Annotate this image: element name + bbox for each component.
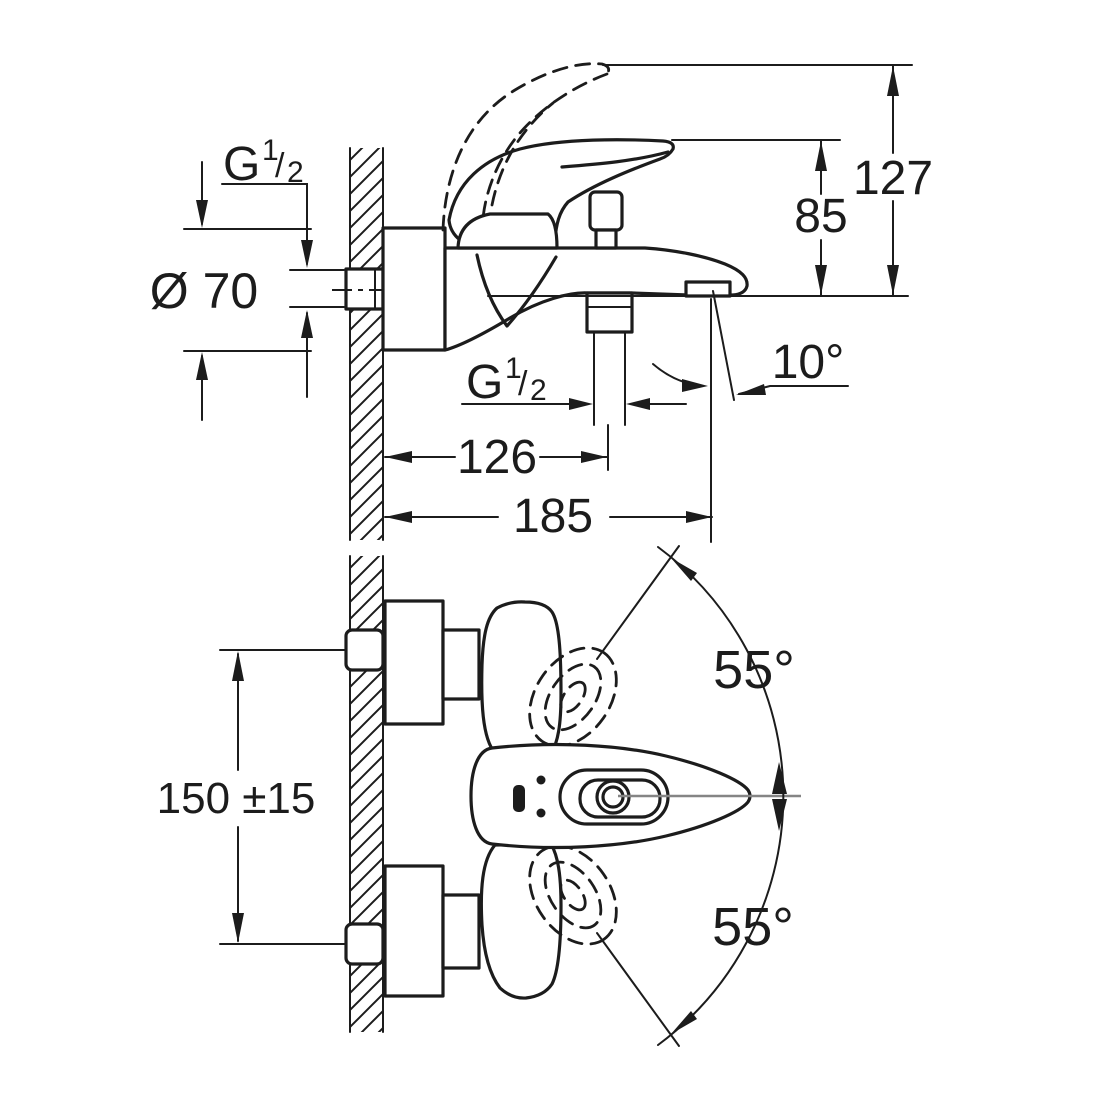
label-150: 150 ±15: [157, 774, 316, 823]
body-contour-line: [475, 253, 558, 328]
dimension-thread-top: G 1 / 2: [221, 134, 345, 398]
label-g-bot-sup: 1: [505, 352, 522, 385]
dimension-wall-to-spout: 185: [384, 490, 713, 543]
label-g-bot-sub: 2: [530, 374, 547, 407]
lever-handle-plan: [469, 742, 752, 850]
label-126: 126: [457, 431, 537, 484]
label-55-upper: 55°: [713, 640, 795, 700]
plan-view: 55° 55° 150 ±15: [157, 545, 801, 1047]
label-g-bot: G: [466, 356, 503, 409]
dimension-wall-to-outlet: 126: [384, 431, 608, 484]
handle-position-down-dashed: [528, 844, 618, 946]
handle-detail-dot-bottom: [536, 808, 546, 818]
handle-detail-dot-top: [536, 775, 546, 785]
dimension-supply-distance: 150 ±15: [157, 649, 347, 945]
dimension-spout-angle: 10°: [652, 290, 849, 543]
label-55-lower: 55°: [712, 897, 794, 957]
label-g-top-sub: 2: [287, 156, 304, 189]
shower-outlet: [585, 291, 634, 471]
wall-section: [349, 147, 384, 541]
body-lower-lobe: [479, 842, 563, 1000]
wall-rosette: [381, 226, 447, 352]
cartridge-dome: [456, 212, 559, 250]
label-g-top: G: [223, 138, 260, 191]
dimension-thread-bottom: G 1 / 2: [461, 352, 687, 410]
handle-detail-bar: [513, 785, 525, 812]
dimension-spout-height: 85: [794, 139, 848, 297]
label-g-top-slash: /: [275, 147, 285, 185]
handle-position-up-dashed: [528, 646, 618, 748]
wall-hatch: [350, 148, 383, 540]
faucet-body: [443, 246, 749, 352]
dimension-rosette-diameter: Ø 70: [150, 161, 312, 421]
label-127: 127: [853, 152, 933, 205]
spout-aerator: [684, 280, 732, 298]
handle-edge-line: [560, 150, 670, 169]
label-g-top-sup: 1: [262, 134, 279, 167]
handle-raised-dashed: [441, 62, 611, 232]
dimension-handle-swing: 55° 55°: [596, 545, 801, 1047]
diverter-knob: [588, 190, 624, 250]
dimension-overall-height: 127: [853, 64, 933, 297]
lower-supply-connection: [344, 864, 481, 998]
label-185: 185: [513, 490, 593, 543]
body-upper-lobe: [480, 600, 563, 756]
side-view: 127 85 10° G 1 / 2: [150, 62, 933, 543]
label-g-bot-slash: /: [518, 365, 528, 403]
label-dia70: Ø 70: [150, 263, 258, 319]
label-85: 85: [794, 190, 847, 243]
label-10deg: 10°: [772, 336, 845, 389]
handle-detail-ring-inner: [578, 778, 662, 819]
